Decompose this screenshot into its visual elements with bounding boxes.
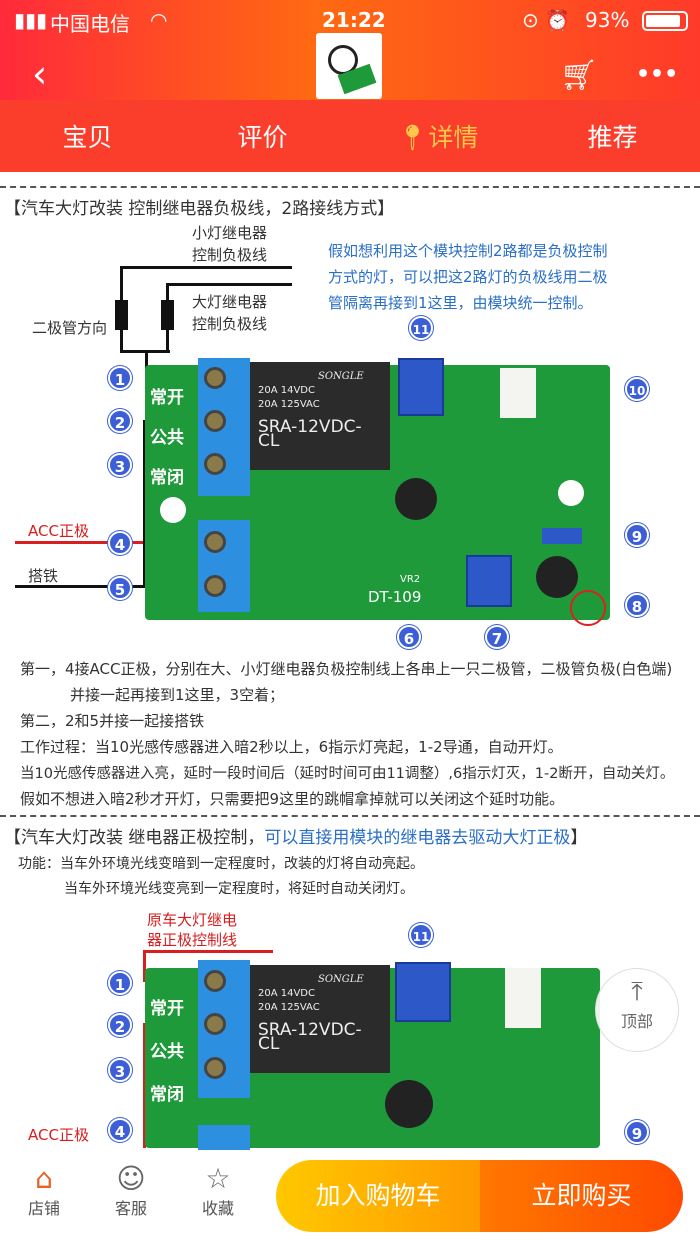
buy-now-button[interactable]: 立即购买 — [480, 1160, 683, 1232]
product-thumbnail[interactable] — [316, 33, 382, 99]
signal-icon: ▮▮▮ — [14, 8, 48, 32]
marker-6: 6 — [397, 625, 421, 649]
terminal-labels: 常开公共常闭 — [150, 999, 184, 1105]
header: ▮▮▮ 中国电信 ◠ 21:22 ⊙ ⏰ 93% ‹ 🛒︎ ••• — [0, 0, 700, 100]
wire — [143, 420, 146, 588]
label-small-light: 小灯继电器控制负极线 — [192, 224, 268, 264]
marker-9: 9 — [625, 523, 649, 547]
clock: 21:22 — [322, 8, 386, 32]
cart-icon[interactable]: 🛒︎ — [560, 58, 599, 93]
marker-11: 11 — [409, 923, 433, 947]
shop-icon: ⌂ — [35, 1162, 53, 1195]
wire — [143, 950, 146, 982]
step-2: 第二，2和5并接一起接搭铁 — [20, 712, 205, 730]
jumper — [542, 528, 582, 544]
tab-details[interactable]: 📍︎详情 — [396, 123, 479, 152]
sensor-connector — [500, 368, 536, 418]
location-pin-icon: 📍︎ — [396, 123, 429, 152]
back-button[interactable]: ‹ — [32, 52, 48, 96]
label-acc: ACC正极 — [28, 522, 89, 540]
marker-5: 5 — [108, 576, 132, 600]
tab-recommend[interactable]: 推荐 — [587, 123, 638, 152]
process-2: 当10光感传感器进入亮，延时一段时间后（延时时间可由11调整）,6指示灯灭，1-… — [20, 766, 675, 782]
step-1-cont: 并接一起再接到1这里，3空着； — [70, 686, 285, 704]
tab-item[interactable]: 宝贝 — [62, 123, 113, 152]
potentiometer — [398, 358, 444, 416]
wire — [143, 1023, 146, 1148]
label-big-light: 大灯继电器控制负极线 — [192, 293, 268, 333]
marker-1: 1 — [108, 366, 132, 390]
wire — [166, 283, 292, 286]
wire — [143, 950, 273, 953]
section1-title: 【汽车大灯改装 控制继电器负极线，2路接线方式】 — [4, 199, 395, 219]
add-to-cart-button[interactable]: 加入购物车 — [276, 1160, 480, 1232]
marker-7: 7 — [485, 625, 509, 649]
section2-title: 【汽车大灯改装 继电器正极控制，可以直接用模块的继电器去驱动大灯正极】 — [4, 828, 588, 848]
tab-bar: 宝贝 评价 📍︎详情 推荐 — [0, 100, 700, 172]
process-3: 假如不想进入暗2秒才开灯，只需要把9这里的跳帽拿掉就可以关闭这个延时功能。 — [20, 790, 565, 808]
tab-reviews[interactable]: 评价 — [237, 123, 288, 152]
star-icon: ☆ — [205, 1162, 231, 1195]
more-button[interactable]: ••• — [636, 62, 679, 87]
wire — [120, 266, 292, 269]
arrow-up-icon: ⤒ — [631, 977, 643, 1007]
chat-icon: ☺︎ — [116, 1162, 146, 1195]
vr-label: VR2 — [400, 574, 421, 585]
alarm-icon: ⊙ ⏰ — [522, 8, 571, 32]
note: 假如想利用这个模块控制2路都是负极控制方式的灯，可以把这2路灯的负极线用二极管隔… — [328, 242, 608, 312]
potentiometer — [466, 555, 512, 607]
board-model: DT-109 — [368, 588, 422, 606]
marker-1: 1 — [108, 971, 132, 995]
label-acc: ACC正极 — [28, 1126, 89, 1144]
label-diode: 二极管方向 — [32, 319, 108, 337]
divider — [0, 186, 700, 188]
favorite-button[interactable]: ☆收藏 — [188, 1162, 248, 1219]
carrier: 中国电信 — [50, 12, 130, 36]
battery-percent: 93% — [585, 8, 630, 32]
back-to-top-button[interactable]: ⤒ 顶部 — [595, 968, 679, 1052]
shop-button[interactable]: ⌂店铺 — [14, 1162, 74, 1219]
marker-9: 9 — [625, 1120, 649, 1144]
diode-icon — [115, 300, 128, 330]
terminal-labels: 常开公共常闭 — [150, 388, 184, 488]
potentiometer — [395, 962, 451, 1022]
marker-8: 8 — [625, 593, 649, 617]
marker-2: 2 — [108, 1013, 132, 1037]
label-ground: 搭铁 — [28, 567, 59, 585]
function-1: 功能：当车外环境光线变暗到一定程度时，改装的灯将自动亮起。 — [18, 856, 424, 872]
marker-10: 10 — [625, 377, 649, 401]
marker-2: 2 — [108, 409, 132, 433]
capacitor — [536, 556, 578, 598]
marker-3: 3 — [108, 1058, 132, 1082]
highlight-circle — [570, 590, 606, 626]
battery-icon — [642, 11, 688, 31]
service-button[interactable]: ☺︎客服 — [101, 1162, 161, 1219]
wifi-icon: ◠ — [150, 8, 168, 32]
marker-3: 3 — [108, 453, 132, 477]
mount-hole — [160, 497, 186, 523]
capacitor — [385, 1080, 433, 1128]
diode-icon — [161, 300, 174, 330]
marker-4: 4 — [108, 1118, 132, 1142]
capacitor — [395, 478, 437, 520]
function-2: 当车外环境光线变亮到一定程度时，将延时自动关闭灯。 — [64, 881, 414, 897]
sensor-connector — [505, 968, 541, 1028]
marker-4: 4 — [108, 531, 132, 555]
marker-11: 11 — [409, 316, 433, 340]
divider — [0, 815, 700, 817]
process-1: 工作过程：当10光感传感器进入暗2秒以上，6指示灯亮起，1-2导通，自动开灯。 — [20, 738, 563, 756]
mount-hole — [558, 480, 584, 506]
label-orig-relay: 原车大灯继电器正极控制线 — [147, 911, 238, 949]
step-1: 第一，4接ACC正极，分别在大、小灯继电器负极控制线上各串上一只二极管，二极管负… — [20, 660, 673, 678]
terminal-block — [198, 1125, 250, 1150]
